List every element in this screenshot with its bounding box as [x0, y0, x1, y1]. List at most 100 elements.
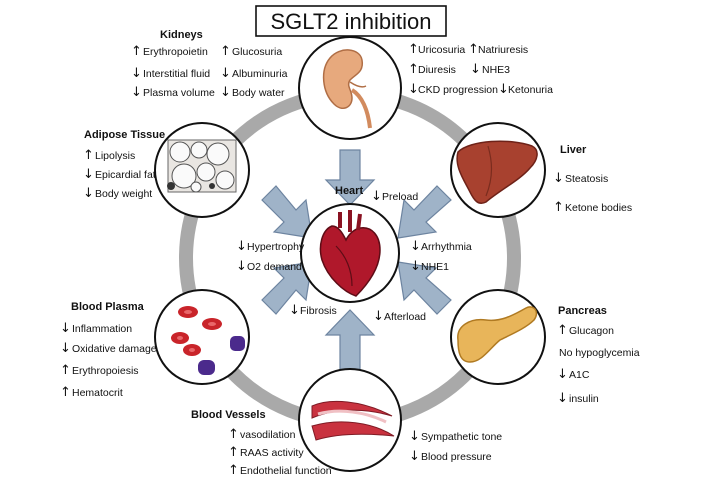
kidneys-right-arrow-0: ↑	[220, 44, 231, 59]
kidneys-tr-arrow-5: ↓	[498, 82, 509, 97]
arrow-from-pancreas	[397, 261, 452, 315]
blood-vessels-left-list: ↑ vasodilation ↑ RAAS activity ↑ Endothe…	[228, 427, 332, 478]
pancreas-list: ↑ Glucagon No hypoglycemia ↓ A1C ↓ insul…	[557, 323, 640, 406]
heart-arrow-2: ↓	[236, 259, 247, 274]
vessels-right-text-0: Sympathetic tone	[421, 431, 502, 443]
heart-arrow-5: ↓	[289, 303, 300, 318]
heart-illustration	[319, 210, 381, 297]
vessels-right-arrow-1: ↓	[409, 449, 420, 464]
arrow-from-blood-vessels	[324, 309, 376, 371]
adipose-arrow-2: ↓	[83, 186, 94, 201]
adipose-text-2: Body weight	[95, 188, 152, 200]
kidneys-tr-arrow-4: ↓	[408, 82, 419, 97]
liver-text-0: Steatosis	[565, 173, 608, 185]
liver-list: ↓ Steatosis ↑ Ketone bodies	[553, 171, 632, 215]
plasma-text-3: Hematocrit	[72, 387, 123, 399]
pancreas-text-1: No hypoglycemia	[559, 347, 640, 359]
heart-effects: ↓ Preload ↓ Hypertrophy ↓ O2 demand ↓ Ar…	[236, 189, 472, 324]
kidneys-tr-text-1: Natriuresis	[478, 44, 528, 56]
vessels-left-text-1: RAAS activity	[240, 447, 304, 459]
heart-arrow-1: ↓	[236, 239, 247, 254]
heart-text-6: Afterload	[384, 311, 426, 323]
heart-arrow-0: ↓	[371, 189, 382, 204]
pancreas-arrow-3: ↓	[557, 391, 568, 406]
pancreas-label: Pancreas	[558, 305, 607, 317]
adipose-text-1: Epicardial fat	[95, 169, 156, 181]
kidneys-tr-arrow-1: ↑	[468, 42, 479, 57]
kidneys-left-list: ↑ Erythropoietin ↓ Interstitial fluid ↓ …	[131, 44, 215, 100]
liver-illustration	[456, 140, 538, 204]
heart-text-3: Arrhythmia	[421, 241, 472, 253]
blood-plasma-node	[154, 289, 250, 385]
plasma-arrow-1: ↓	[60, 341, 71, 356]
heart-text-2: O2 demand	[247, 261, 302, 273]
kidneys-node	[298, 36, 402, 140]
heart-text-5: Fibrosis	[300, 305, 337, 317]
pancreas-arrow-0: ↑	[557, 323, 568, 338]
liver-arrow-1: ↑	[553, 200, 564, 215]
kidneys-left-arrow-1: ↓	[131, 66, 142, 81]
kidneys-left-arrow-2: ↓	[131, 85, 142, 100]
heart-text-0: Preload	[382, 191, 418, 203]
pancreas-illustration	[457, 306, 538, 363]
adipose-node	[154, 122, 250, 218]
plasma-text-0: Inflammation	[72, 323, 132, 335]
vessel-illustration	[311, 400, 395, 441]
arrow-from-adipose	[261, 185, 313, 239]
pancreas-text-0: Glucagon	[569, 325, 614, 337]
diagram-title: SGLT2 inhibition	[270, 9, 431, 34]
plasma-arrow-3: ↑	[60, 385, 71, 400]
pancreas-arrow-2: ↓	[557, 367, 568, 382]
adipose-arrow-0: ↑	[83, 148, 94, 163]
kidneys-tr-arrow-0: ↑	[408, 42, 419, 57]
vessels-right-arrow-0: ↓	[409, 429, 420, 444]
blood-cells-illustration	[171, 306, 245, 375]
pancreas-text-2: A1C	[569, 369, 590, 381]
kidneys-tr-text-5: Ketonuria	[508, 84, 553, 96]
plasma-arrow-0: ↓	[60, 321, 71, 336]
kidneys-right-list: ↑ Glucosuria ↓ Albuminuria ↓ Body water	[220, 44, 288, 100]
adipose-list: ↑ Lipolysis ↓ Epicardial fat ↓ Body weig…	[83, 148, 156, 201]
vessels-right-text-1: Blood pressure	[421, 451, 492, 463]
vessels-left-arrow-0: ↑	[228, 427, 239, 442]
pancreas-node	[450, 289, 546, 385]
heart-arrow-4: ↓	[410, 259, 421, 274]
liver-node	[450, 122, 546, 218]
arrow-from-liver	[397, 185, 452, 239]
blood-plasma-list: ↓ Inflammation ↓ Oxidative damage ↑ Eryt…	[60, 321, 157, 400]
plasma-arrow-2: ↑	[60, 363, 71, 378]
kidneys-left-text-0: Erythropoietin	[143, 46, 208, 58]
heart-node	[300, 203, 400, 303]
blood-vessels-right-list: ↓ Sympathetic tone ↓ Blood pressure	[409, 429, 502, 464]
vessels-left-arrow-2: ↑	[228, 463, 239, 478]
kidneys-left-text-1: Interstitial fluid	[143, 68, 210, 80]
title-box: SGLT2 inhibition	[255, 5, 447, 37]
heart-text-4: NHE1	[421, 261, 449, 273]
heart-text-1: Hypertrophy	[247, 241, 305, 253]
kidneys-right-text-2: Body water	[232, 87, 285, 99]
vessels-left-arrow-1: ↑	[228, 445, 239, 460]
adipose-label: Adipose Tissue	[84, 129, 165, 141]
kidneys-tr-text-0: Uricosuria	[418, 44, 465, 56]
kidneys-left-arrow-0: ↑	[131, 44, 142, 59]
adipose-illustration	[167, 139, 237, 193]
plasma-text-1: Oxidative damage	[72, 343, 157, 355]
kidneys-left-text-2: Plasma volume	[143, 87, 215, 99]
blood-vessels-label: Blood Vessels	[191, 409, 266, 421]
kidneys-right-arrow-2: ↓	[220, 85, 231, 100]
vessels-left-text-2: Endothelial function	[240, 465, 332, 477]
plasma-text-2: Erythropoiesis	[72, 365, 139, 377]
kidneys-tr-arrow-3: ↓	[470, 62, 481, 77]
heart-label: Heart	[335, 185, 363, 197]
kidneys-right-text-1: Albuminuria	[232, 68, 288, 80]
kidneys-top-right-list: ↑ Uricosuria ↑ Natriuresis ↑ Diuresis ↓ …	[408, 42, 553, 97]
liver-arrow-0: ↓	[553, 171, 564, 186]
kidney-illustration	[322, 49, 372, 129]
kidneys-tr-arrow-2: ↑	[408, 62, 419, 77]
kidneys-right-arrow-1: ↓	[220, 66, 231, 81]
kidneys-label: Kidneys	[160, 29, 203, 41]
arrow-from-kidneys	[324, 149, 376, 206]
vessels-left-text-0: vasodilation	[240, 429, 296, 441]
adipose-text-0: Lipolysis	[95, 150, 135, 162]
blood-plasma-label: Blood Plasma	[71, 301, 145, 313]
